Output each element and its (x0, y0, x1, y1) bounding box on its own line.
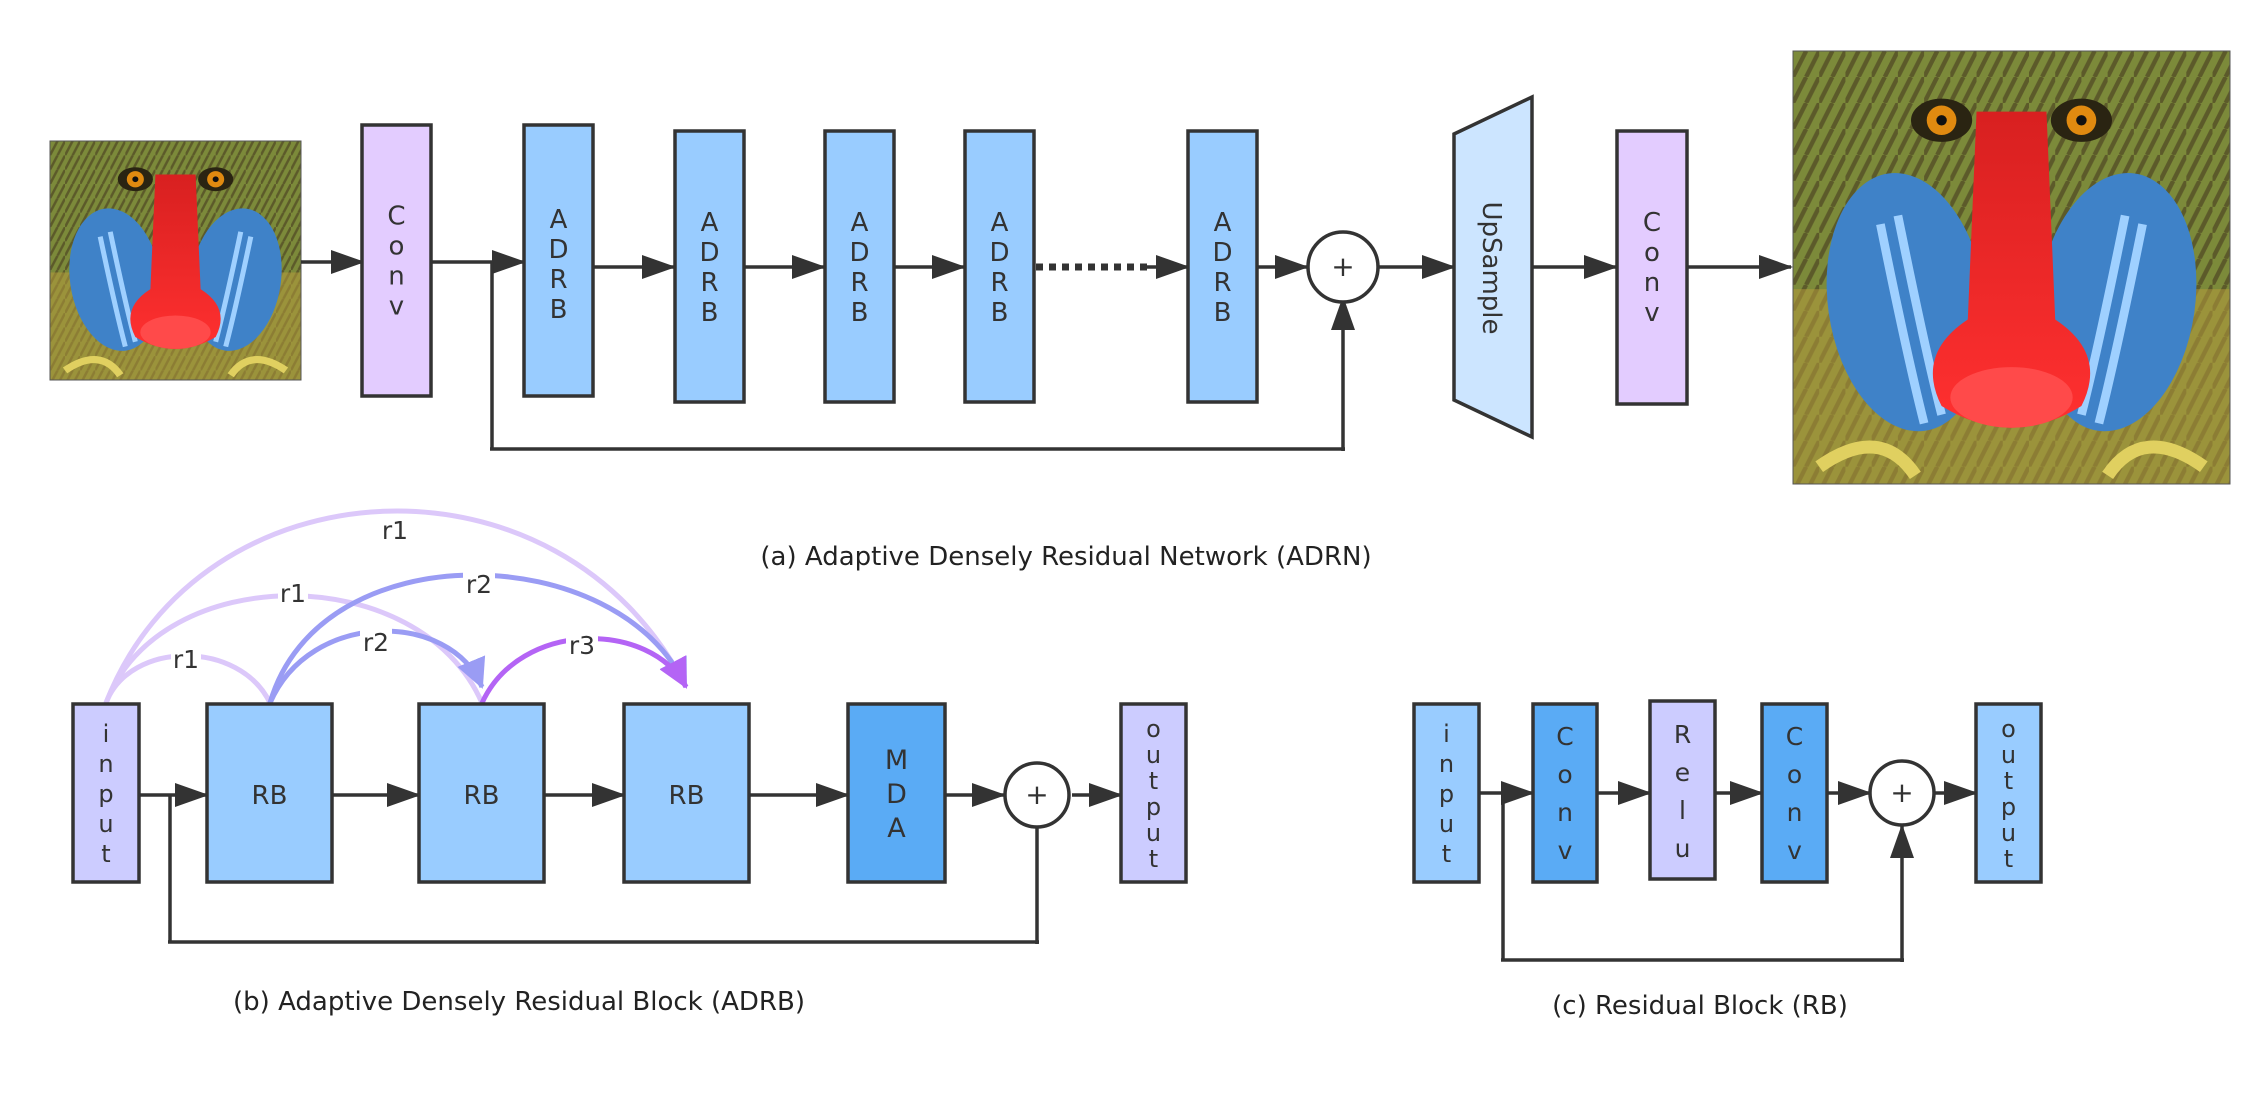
upsample-label: UpSample (1476, 201, 1506, 334)
rb-block (205, 702, 334, 884)
rb-label: RB (464, 781, 500, 811)
adrb-block (823, 129, 896, 404)
output-block (1974, 702, 2043, 884)
adrb-block (522, 123, 595, 398)
link-r1-mid-label: r1 (280, 579, 306, 608)
caption-adrn: (a) Adaptive Densely Residual Network (A… (760, 542, 1371, 572)
output-sr-image (1793, 51, 2230, 484)
upsample-block (1452, 94, 1534, 440)
caption-rb: (c) Residual Block (RB) (1552, 991, 1848, 1021)
output-block (1119, 702, 1188, 884)
adrb-block (1186, 129, 1259, 404)
link-r1-inner-label: r1 (173, 645, 199, 674)
add-circle (1868, 759, 1936, 827)
link-r3-label: r3 (569, 631, 595, 660)
link-r2-outer-label: r2 (466, 570, 492, 599)
add-symbol: + (1331, 250, 1354, 283)
add-circle (1003, 761, 1071, 829)
adrb-block (963, 129, 1036, 404)
conv-block (1615, 129, 1689, 406)
rb-block (622, 702, 751, 884)
rb-label: RB (252, 781, 288, 811)
add-symbol: + (1890, 776, 1913, 809)
conv-block (1760, 702, 1829, 884)
caption-adrb: (b) Adaptive Densely Residual Block (ADR… (233, 987, 805, 1017)
add-circle (1306, 230, 1380, 304)
input-block (1412, 702, 1481, 884)
link-r2-inner-label: r2 (363, 628, 389, 657)
rb-label: RB (669, 781, 705, 811)
relu-block (1648, 699, 1717, 881)
add-symbol: + (1025, 778, 1048, 811)
link-r1-outer-label: r1 (382, 516, 408, 545)
adrb-block (673, 129, 746, 404)
mda-block (846, 702, 947, 884)
link-r1-outer (103, 508, 689, 704)
conv-block (1531, 702, 1599, 884)
rb-block (417, 702, 546, 884)
input-block (71, 702, 141, 884)
input-lr-image (50, 141, 301, 380)
conv-block (360, 123, 433, 398)
